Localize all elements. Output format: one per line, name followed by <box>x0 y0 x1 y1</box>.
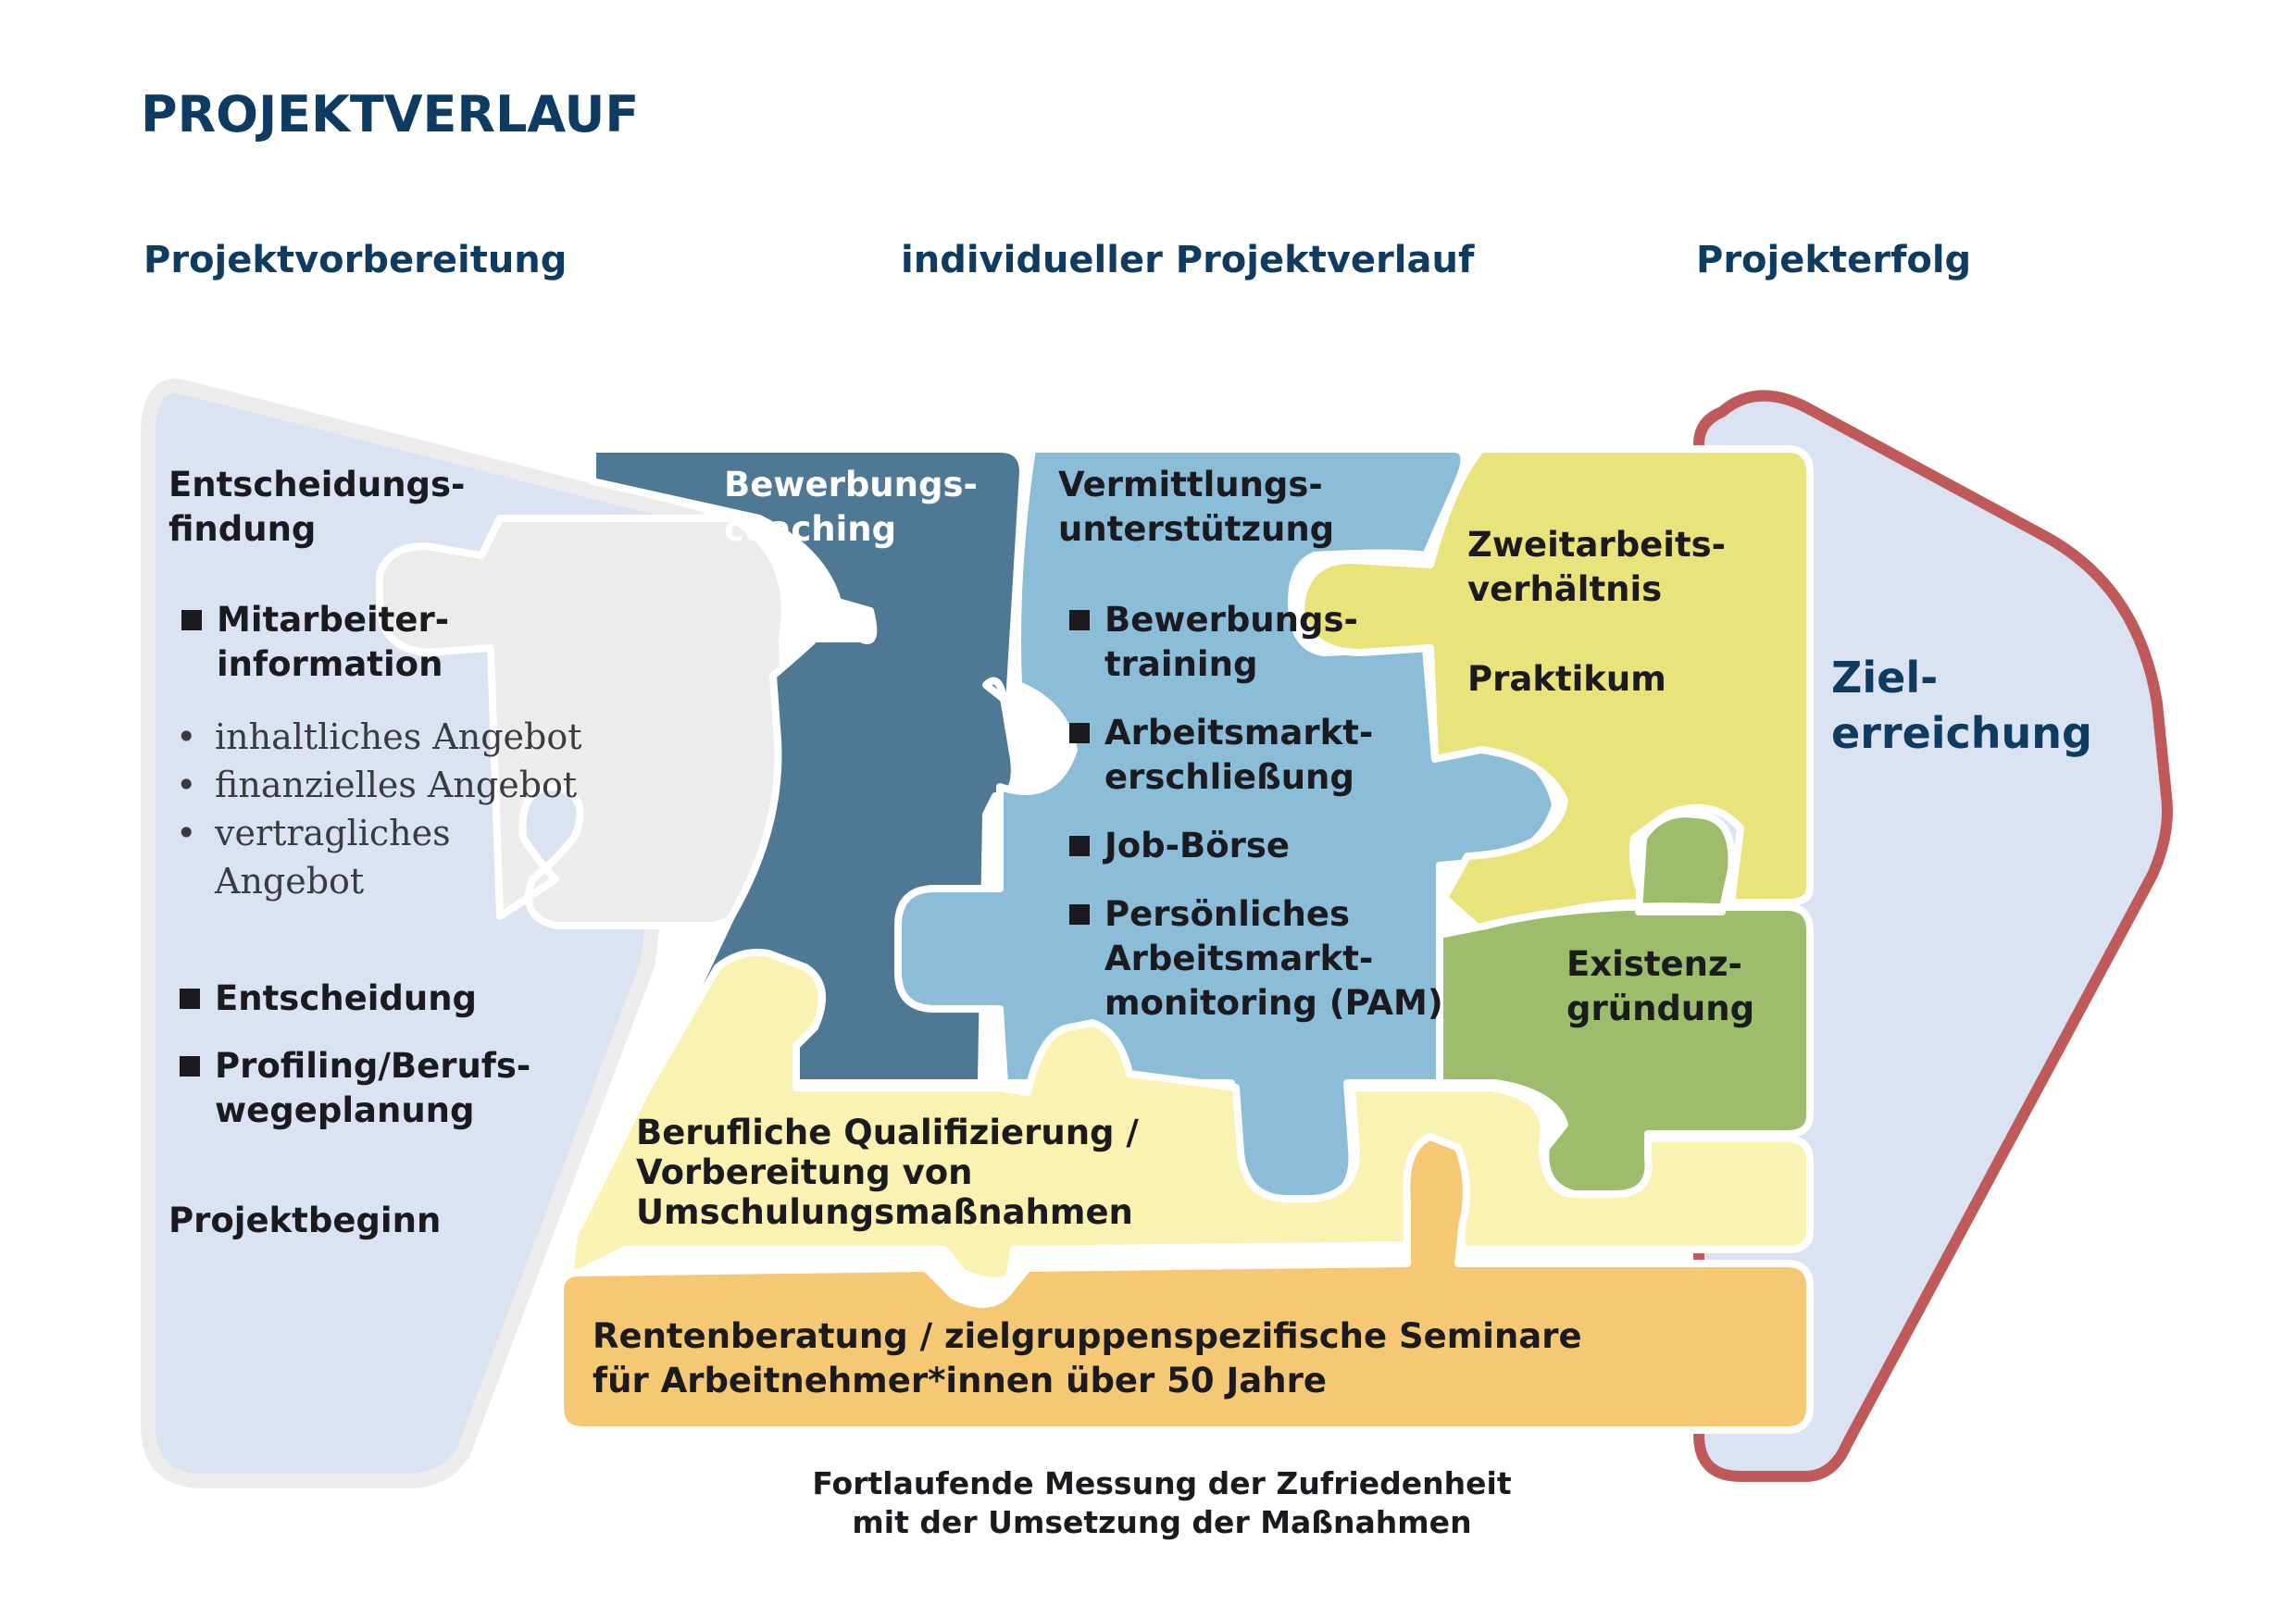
decision-label: Entscheidung <box>215 978 478 1018</box>
bullet-square-icon <box>180 1056 200 1077</box>
profiling-item: Profiling/Berufs- wegeplanung <box>180 1044 530 1133</box>
qualification-label: Berufliche Qualifizierung / Vorbereitung… <box>636 1113 1139 1232</box>
placement-heading: Vermittlungs- unterstützung <box>1058 465 1335 549</box>
page-title: PROJEKTVERLAUF <box>141 85 640 143</box>
phase-individual-heading: individueller Projektverlauf <box>901 239 1475 281</box>
pension-puzzle-piece <box>556 1133 1814 1434</box>
bullet-square-icon <box>1069 723 1090 743</box>
placement-item-label: Arbeitsmarkt- erschließung <box>1104 713 1374 797</box>
decision-finding-heading: Entscheidungs- findung <box>168 465 466 549</box>
bullet-square-icon <box>1069 836 1090 856</box>
profiling-label: Profiling/Berufs- wegeplanung <box>215 1046 531 1130</box>
offer-label: inhaltliches Angebot <box>215 716 582 757</box>
placement-item-label: Job-Börse <box>1104 826 1291 865</box>
pension-label: Rentenberatung / zielgruppenspezifische … <box>593 1316 1582 1400</box>
project-start-label: Projektbeginn <box>168 1201 442 1240</box>
second-job-label: Zweitarbeits- verhältnis <box>1467 525 1727 609</box>
offer-label: vertragliches Angebot <box>215 813 451 902</box>
goal-shape <box>1693 390 2173 1482</box>
second-job-puzzle-piece <box>1297 445 1814 939</box>
startup-label: Existenz- gründung <box>1566 944 1755 1028</box>
offer-item: •inhaltliches Angebot <box>176 713 582 761</box>
footer-caption: Fortlaufende Messung der Zufriedenheit m… <box>812 1465 1512 1540</box>
offer-item: •finanzielles Angebot <box>176 761 582 809</box>
phase-preparation-heading: Projektvorbereitung <box>144 239 568 281</box>
startup-puzzle-piece <box>1436 810 1814 1199</box>
internship-label: Praktikum <box>1467 659 1666 699</box>
offer-item: •vertragliches Angebot <box>176 809 582 905</box>
offer-list: •inhaltliches Angebot •finanzielles Ange… <box>176 713 582 905</box>
employee-info-label: Mitarbeiter- information <box>217 600 450 684</box>
placement-item-label: Bewerbungs- training <box>1104 600 1358 684</box>
offer-label: finanzielles Angebot <box>215 765 578 805</box>
decision-item: Entscheidung <box>180 977 477 1021</box>
bullet-square-icon <box>181 610 202 630</box>
phase-success-heading: Projekterfolg <box>1696 239 1972 281</box>
bullet-square-icon <box>1069 904 1090 925</box>
placement-item: Job-Börse <box>1069 824 1290 868</box>
placement-item-label: Persönliches Arbeitsmarkt- monitoring (P… <box>1104 894 1443 1023</box>
placement-item: Bewerbungs- training <box>1069 598 1358 687</box>
placement-item: Persönliches Arbeitsmarkt- monitoring (P… <box>1069 892 1443 1026</box>
bullet-square-icon <box>180 989 200 1009</box>
goal-label: Ziel- erreichung <box>1831 653 2092 758</box>
coaching-label: Bewerbungs- coaching <box>724 465 978 549</box>
placement-item: Arbeitsmarkt- erschließung <box>1069 711 1373 800</box>
employee-info-item: Mitarbeiter- information <box>181 598 449 687</box>
bullet-square-icon <box>1069 610 1090 630</box>
